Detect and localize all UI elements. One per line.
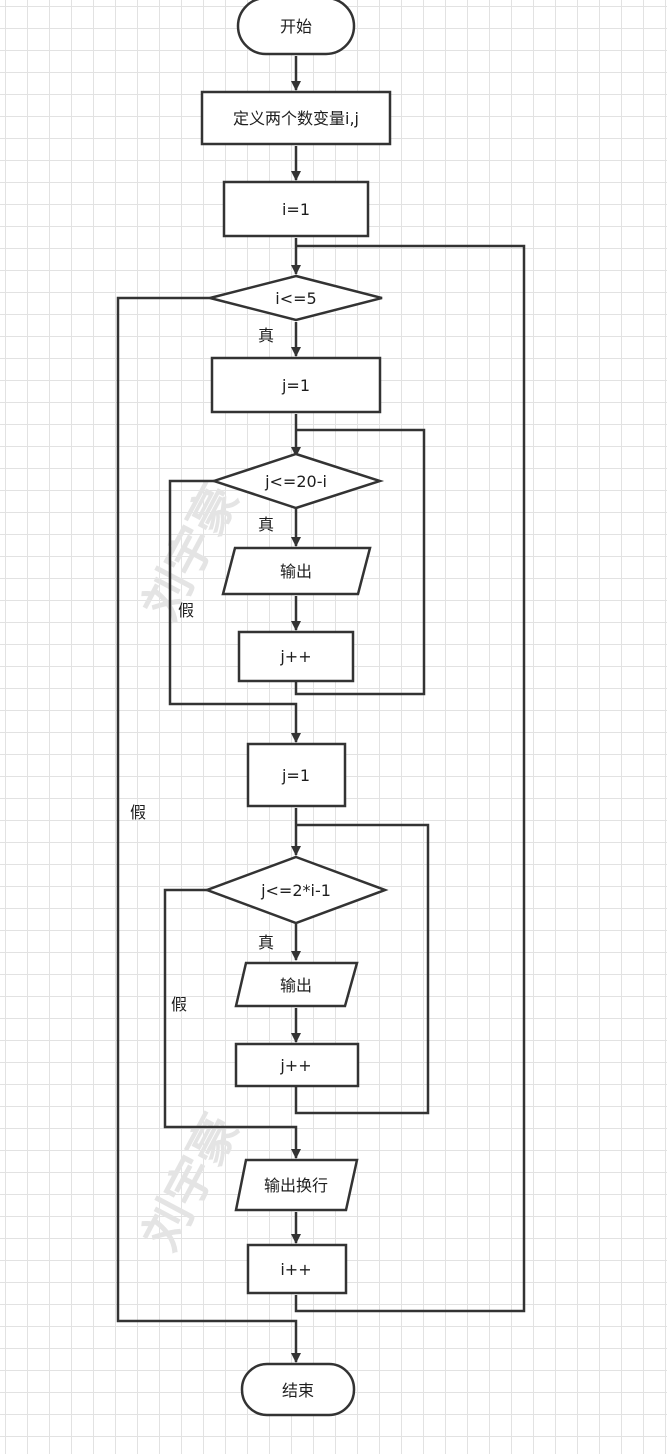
j-first-condition-label: j<=20-i xyxy=(264,472,327,491)
outer-condition-label: i<=5 xyxy=(275,289,316,308)
init-j-first-label: j=1 xyxy=(281,376,310,395)
false-label-j-second: 假 xyxy=(171,995,187,1014)
true-label-j-second: 真 xyxy=(258,933,274,952)
inc-j-second-label: j++ xyxy=(279,1056,311,1075)
inc-i-process: i++ xyxy=(246,1243,348,1295)
false-label-j-first: 假 xyxy=(178,601,194,620)
false-label-outer: 假 xyxy=(130,803,146,822)
init-j-second-process: j=1 xyxy=(246,742,347,808)
define-vars-process: 定义两个数变量i,j xyxy=(200,90,392,146)
connectors xyxy=(116,56,526,1363)
init-j-second-label: j=1 xyxy=(281,766,310,785)
output-newline-io: 输出换行 xyxy=(234,1158,359,1212)
output-first-io: 输出 xyxy=(221,546,372,596)
true-label-j-first: 真 xyxy=(258,515,274,534)
j-second-condition-label: j<=2*i-1 xyxy=(260,881,331,900)
watermark-lower: 刘宇豪 xyxy=(132,1106,249,1259)
output-first-label: 输出 xyxy=(280,562,312,581)
inc-j-first-label: j++ xyxy=(279,647,311,666)
j-first-condition-decision: j<=20-i xyxy=(210,452,385,510)
outer-condition-decision: i<=5 xyxy=(209,274,383,322)
init-j-first-process: j=1 xyxy=(210,356,382,414)
init-i-process: i=1 xyxy=(222,180,370,238)
inc-j-first-process: j++ xyxy=(237,630,355,683)
inc-j-second-process: j++ xyxy=(234,1042,360,1088)
output-newline-label: 输出换行 xyxy=(264,1176,328,1195)
end-terminal: 结束 xyxy=(240,1362,356,1417)
start-label: 开始 xyxy=(280,17,312,36)
inc-i-label: i++ xyxy=(280,1260,311,1279)
j-second-condition-decision: j<=2*i-1 xyxy=(203,855,389,925)
init-i-label: i=1 xyxy=(282,200,310,219)
output-second-io: 输出 xyxy=(234,961,359,1008)
start-terminal: 开始 xyxy=(236,0,356,56)
output-second-label: 输出 xyxy=(280,976,312,995)
define-vars-label: 定义两个数变量i,j xyxy=(233,109,359,128)
true-label-outer: 真 xyxy=(258,326,274,345)
end-label: 结束 xyxy=(282,1381,314,1400)
